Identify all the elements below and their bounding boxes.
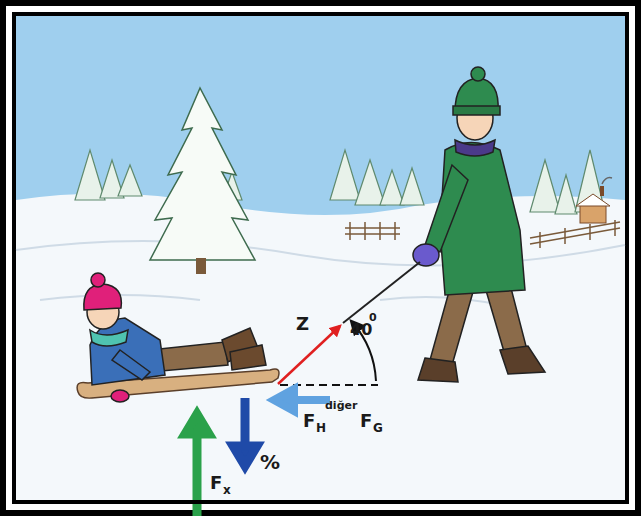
angle-value: 40 (350, 322, 372, 338)
force-symbol: F (303, 412, 315, 430)
force-subscript: G (373, 422, 383, 434)
force-symbol: F (360, 412, 372, 430)
force-symbol: F (210, 474, 222, 492)
force-subscript: x (223, 484, 231, 496)
force-word: diğer (325, 400, 357, 411)
force-subscript: H (316, 422, 326, 434)
force-symbol: % (260, 452, 280, 472)
vector-name: Z (296, 315, 309, 333)
angle-degree: 0 (369, 312, 377, 323)
